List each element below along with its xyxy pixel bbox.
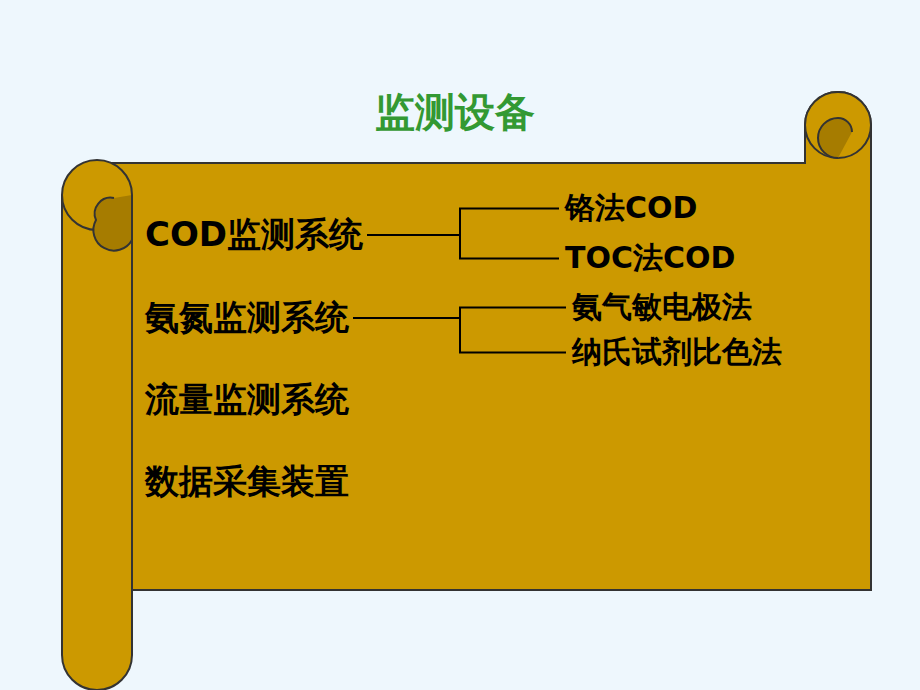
- system-item: COD监测系统: [145, 212, 363, 258]
- page-title: 监测设备: [375, 85, 535, 140]
- bracket-connector: [367, 209, 559, 236]
- bracket-connector: [353, 308, 566, 319]
- scroll-curl-inner: [818, 118, 852, 158]
- item-text: 流量监测系统: [145, 377, 349, 423]
- scroll-roll: [62, 195, 132, 690]
- scroll-sheet: [100, 92, 871, 590]
- item-text: 纳氏试剂比色法: [572, 332, 782, 373]
- item-text: COD监测系统: [145, 212, 363, 258]
- method-item: 氨气敏电极法: [572, 287, 752, 328]
- scroll-roll-inner: [93, 195, 132, 251]
- bracket-connector: [367, 235, 559, 259]
- system-item: 数据采集装置: [145, 459, 349, 505]
- item-text: 氨气敏电极法: [572, 287, 752, 328]
- item-text: 铬法COD: [565, 188, 697, 229]
- item-text: TOC法COD: [565, 238, 735, 279]
- system-item: 氨氮监测系统: [145, 295, 349, 341]
- scroll-curl: [805, 92, 871, 158]
- item-text: 氨氮监测系统: [145, 295, 349, 341]
- method-item: 纳氏试剂比色法: [572, 332, 782, 373]
- bracket-connector: [353, 318, 566, 353]
- item-text: 数据采集装置: [145, 459, 349, 505]
- system-item: 流量监测系统: [145, 377, 349, 423]
- method-item: 铬法COD: [565, 188, 697, 229]
- method-item: TOC法COD: [565, 238, 735, 279]
